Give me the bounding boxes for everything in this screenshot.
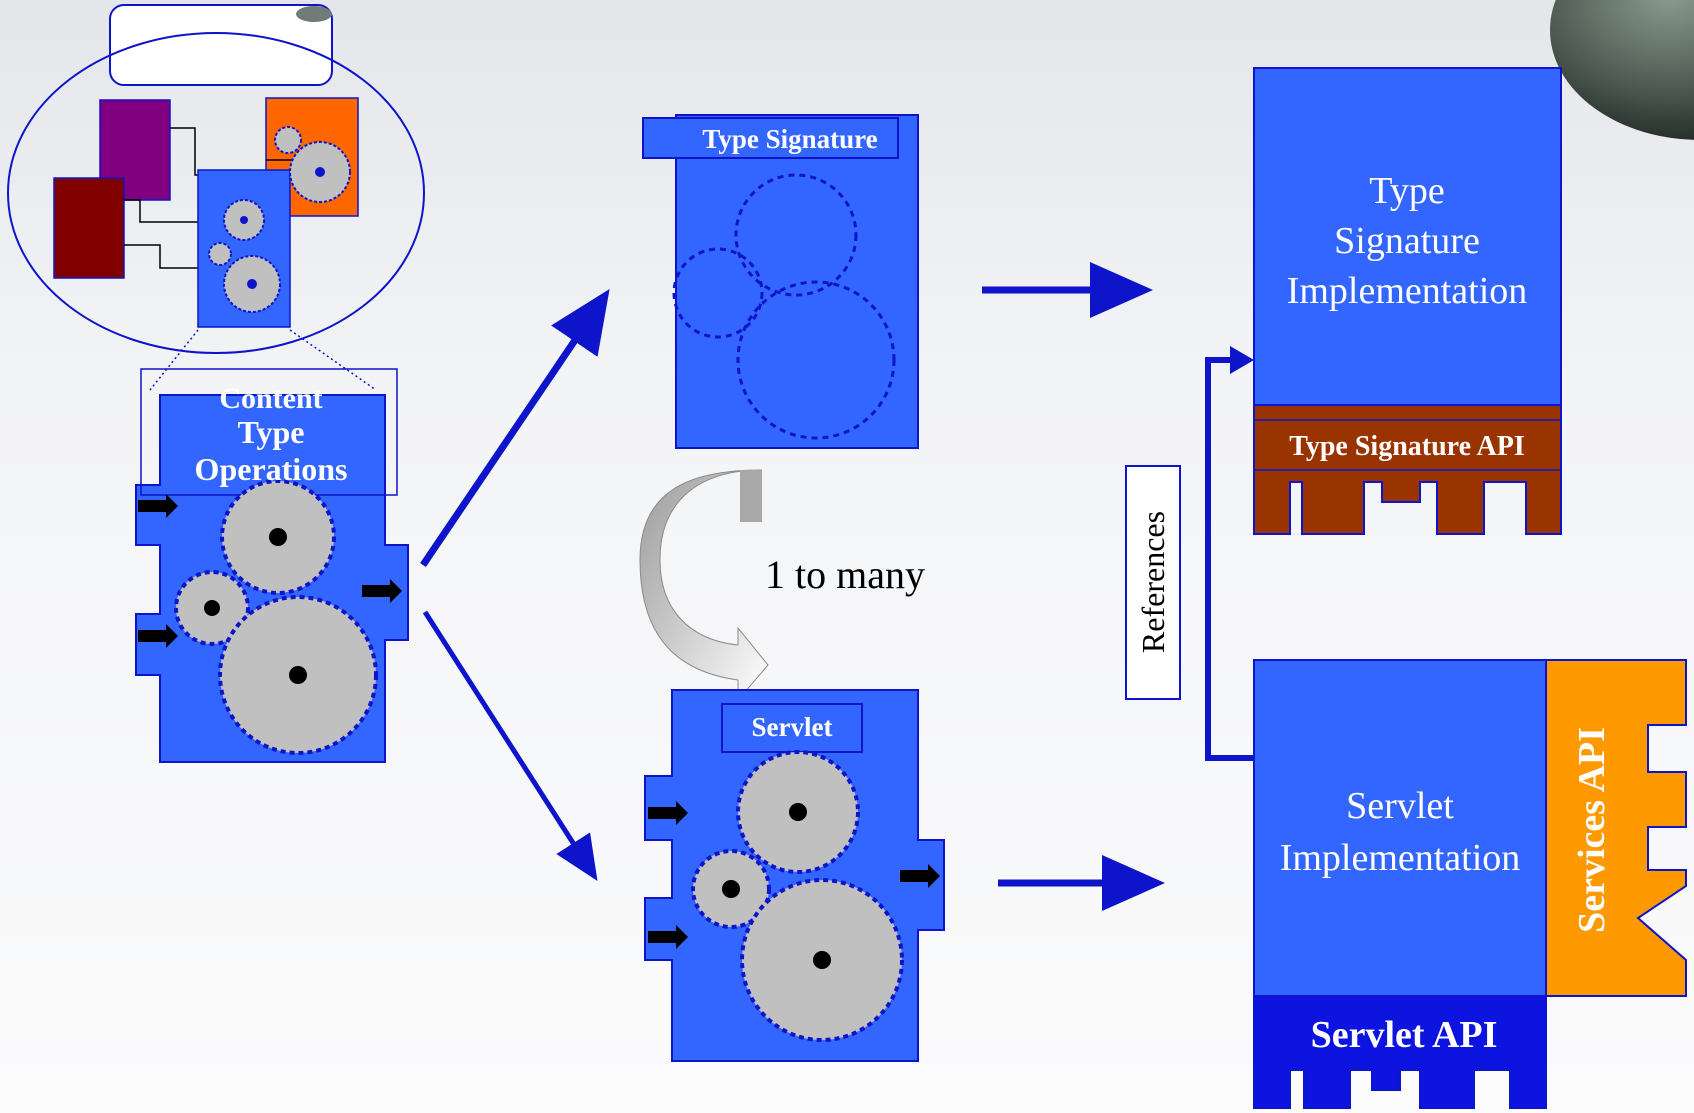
- type-signature-label-tab: [642, 117, 899, 159]
- content-type-label-line2: Type: [238, 414, 305, 450]
- relation-label: 1 to many: [765, 552, 925, 597]
- type-signature-component: Type Signature: [642, 114, 919, 449]
- servlet-label: Servlet: [752, 712, 833, 742]
- gear-icon: [220, 479, 336, 595]
- gear-icon: [736, 750, 860, 874]
- servlet-label-tab: [721, 703, 863, 753]
- globe-decoration: [1550, 0, 1694, 140]
- content-type-label-line3: Operations: [195, 451, 348, 487]
- servlet-implementation-component: Servlet Implementation Services API Serv…: [1253, 659, 1687, 1109]
- type-signature-label: Type Signature: [702, 124, 877, 154]
- services-api-plug: [1545, 659, 1687, 997]
- gear-icon: [691, 849, 771, 929]
- overview-pin-icon: [296, 6, 332, 22]
- gear-outline-icon: [736, 280, 896, 440]
- arrow-to-servlet: [422, 610, 598, 882]
- gear-icon: [174, 570, 250, 646]
- servlet-api-label: Servlet API: [1311, 1014, 1498, 1056]
- references-label: References: [1135, 511, 1171, 653]
- servlet-impl-line2: Implementation: [1280, 837, 1521, 879]
- curved-arrow-icon: [639, 469, 769, 702]
- mini-gear-icons: [208, 126, 351, 313]
- type-signature-implementation-component: Type Signature Implementation Type Signa…: [1253, 67, 1562, 535]
- input-arrow-icon: [138, 624, 178, 648]
- type-sig-impl-line2: Signature: [1334, 220, 1480, 262]
- gear-outline-icon: [734, 173, 858, 297]
- references-label-box: [1125, 465, 1181, 700]
- services-api-label: Services API: [1571, 727, 1613, 933]
- servlet-api-plug: [1253, 995, 1547, 1109]
- servlet-impl-line1: Servlet: [1346, 785, 1454, 827]
- content-type-label-line1: Content: [219, 382, 322, 415]
- type-sig-impl-line3: Implementation: [1287, 270, 1528, 312]
- output-arrow-icon: [362, 579, 402, 603]
- gear-icon: [218, 595, 378, 755]
- overview-bubble: [7, 4, 425, 391]
- input-arrow-icon: [138, 494, 178, 518]
- output-arrow-icon: [900, 864, 940, 888]
- gear-outline-icon: [672, 247, 764, 339]
- input-arrow-icon: [648, 925, 688, 949]
- gear-icon: [740, 878, 904, 1042]
- arrow-to-type-signature: [420, 289, 610, 567]
- input-arrow-icon: [648, 801, 688, 825]
- overview-callout: [109, 4, 333, 86]
- servlet-component: Servlet: [644, 689, 945, 1062]
- content-type-operations-component: Content Type Operations: [135, 368, 409, 763]
- mini-maroon-component: [53, 177, 125, 279]
- type-sig-impl-line1: Type: [1369, 170, 1444, 212]
- type-signature-api-label: Type Signature API: [1289, 431, 1524, 462]
